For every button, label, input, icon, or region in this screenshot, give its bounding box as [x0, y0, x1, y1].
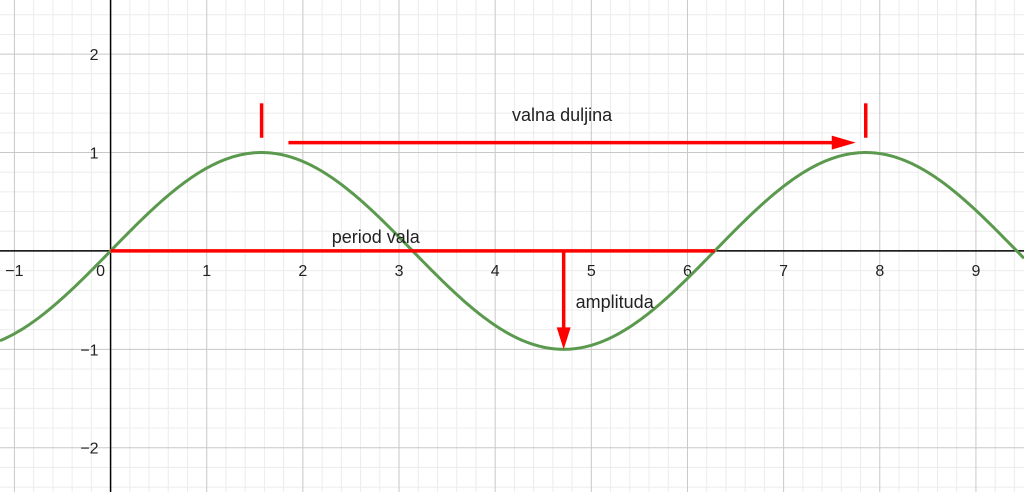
x-tick-labels: −1 0 1 2 3 4 5 6 7 8 9	[5, 263, 980, 280]
annotations	[110, 103, 868, 350]
wavelength-label: valna duljina	[512, 105, 613, 125]
y-tick-labels: 2 1 −1 −2	[80, 47, 98, 458]
y-tick-label: −2	[80, 441, 98, 458]
y-tick-label: 2	[90, 47, 99, 64]
x-tick-label: 3	[395, 263, 404, 280]
x-tick-label: 4	[491, 263, 500, 280]
sine-curve	[0, 151, 1024, 351]
x-tick-label: 5	[587, 263, 596, 280]
x-tick-label: 6	[683, 263, 692, 280]
amplitude-arrow-head	[556, 327, 571, 350]
x-tick-label: 2	[298, 263, 307, 280]
x-tick-label: −1	[5, 263, 23, 280]
period-label: period vala	[332, 227, 421, 247]
y-tick-label: 1	[90, 146, 99, 163]
x-tick-label: 0	[96, 263, 105, 280]
y-tick-label: −1	[80, 342, 98, 359]
amplitude-label: amplituda	[576, 292, 655, 312]
x-tick-label: 7	[779, 263, 788, 280]
x-tick-label: 1	[202, 263, 211, 280]
x-tick-label: 8	[875, 263, 884, 280]
wavelength-arrow-head	[831, 135, 856, 150]
x-tick-label: 9	[971, 263, 980, 280]
